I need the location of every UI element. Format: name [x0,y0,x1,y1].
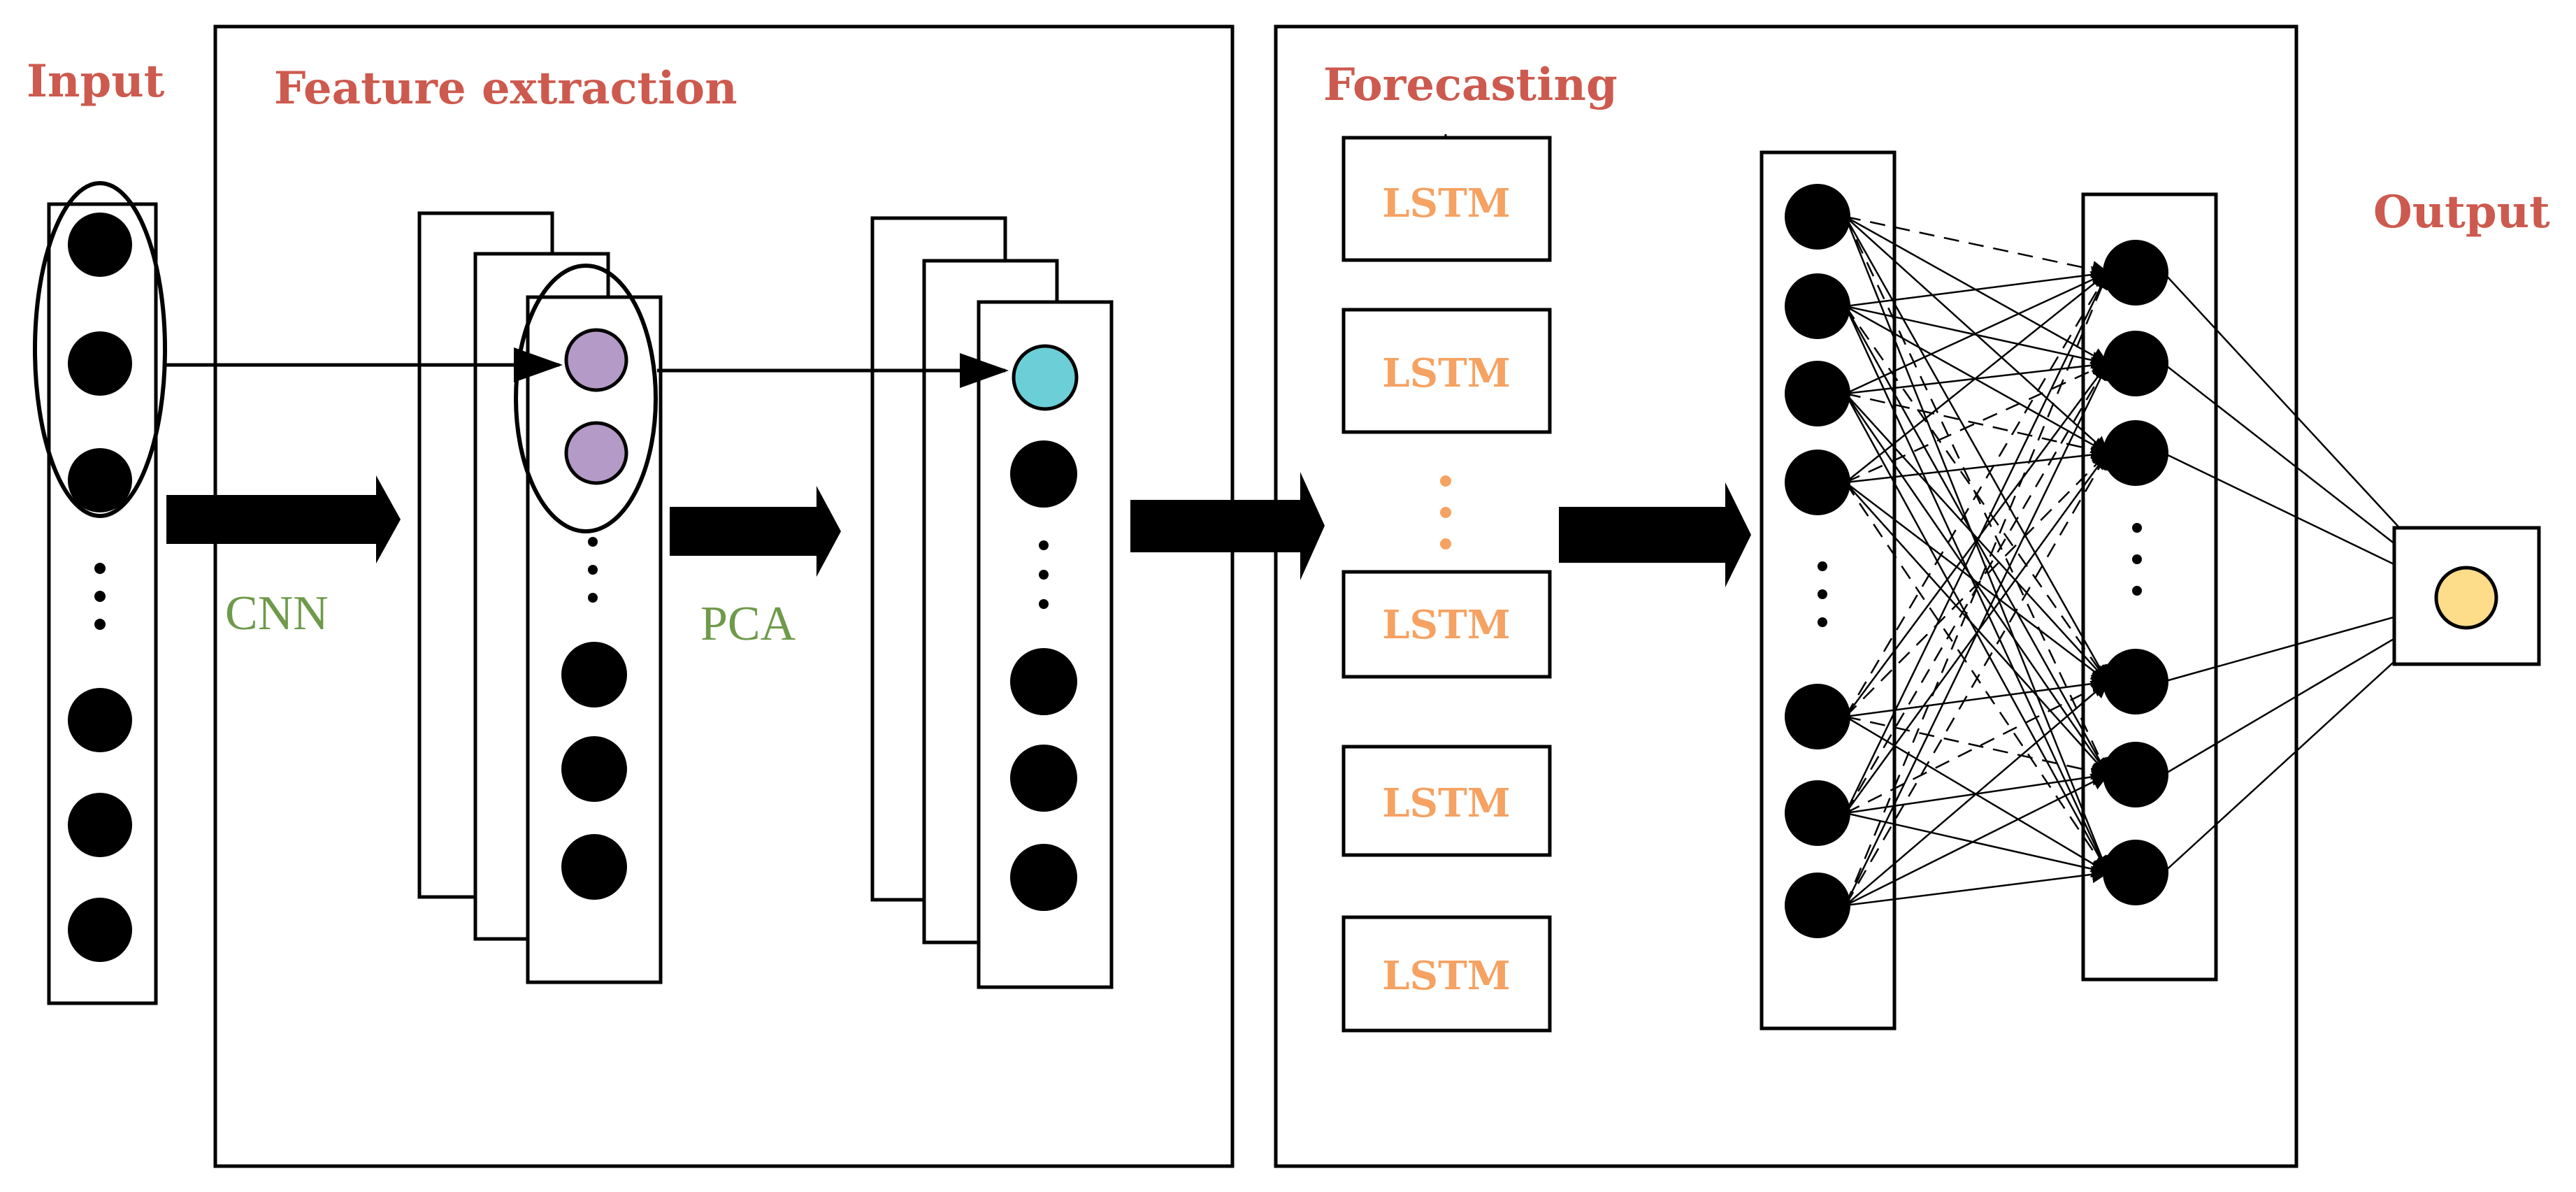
dense-connection [1844,361,2109,717]
lstm-block: LSTM [1341,308,1552,434]
dense-layer-1-node [1785,873,1850,938]
dense-connection [2163,601,2437,683]
cnn-label: CNN [225,587,329,640]
lstm-label: LSTM [1382,780,1510,826]
lstm-block: LSTM [1341,136,1552,262]
feature-extraction-title: Feature extraction [274,62,737,115]
input-node [68,688,132,752]
dense-connection-dashed [1844,271,2110,906]
input-node [68,793,132,857]
dense-connection [2163,452,2439,587]
dense-connection [1845,393,2109,683]
dense-connection [1845,812,2110,878]
dense-layer-1-node [1785,450,1850,515]
dense-connection [1844,361,2109,906]
dense-connection [1845,446,2110,484]
dense-connection-dashed [1845,361,2110,484]
input-node [68,213,132,277]
input-ellipsis [94,563,106,630]
dense-layer-1-node [1785,361,1850,426]
input-title: Input [27,55,165,108]
output-node [2434,566,2498,630]
feature-to-forecast-block-arrow [1130,472,1325,580]
dense-connection-dashed [1844,482,2109,875]
dense-connection [1844,271,2109,814]
dense-connection-dashed [1845,715,2110,780]
dense-layer-2-node [2103,240,2168,306]
dense-layer-2-node [2103,420,2168,486]
input-column [47,202,158,1005]
lstm-to-dense-block-arrow [1559,482,1751,587]
dense-connection [2163,272,2445,577]
input-window-ellipse [33,181,167,518]
pca-label: PCA [700,597,796,651]
dense-connection [1845,675,2110,718]
dense-connection [1845,482,2109,683]
dense-layer-1-node [1785,684,1850,749]
pca-ellipsis [1039,540,1049,609]
dense-layer-2-node [2103,742,2168,807]
cnn-ellipsis [588,537,598,603]
lstm-label: LSTM [1382,602,1510,648]
lstm-label: LSTM [1382,180,1510,227]
dense-connection-dashed [1845,392,2110,459]
dense-layer-1-node [1785,273,1850,339]
dense-layer-2-ellipsis [2132,523,2142,596]
pca-nodes [1010,440,1077,911]
dense-layer-1-nodes [1785,184,1850,938]
lstm-ellipsis [1440,475,1451,550]
forecasting-frame [1274,24,2298,1168]
input-node [68,898,132,962]
dense-connection-dashed [1844,271,2109,717]
dense-layer-2-node [2103,840,2168,905]
dense-connection [1845,305,2110,454]
cnn-block-arrow [166,475,401,563]
dense-connections [1844,215,2110,907]
dense-layer-1-node [1785,184,1850,250]
dense-connection [1845,680,2109,906]
cnn-feature-node [564,421,628,485]
input-node [68,331,132,396]
dense-connection [1845,305,2110,369]
lstm-block: LSTM [1341,570,1552,679]
pca-block-arrow [670,486,841,577]
cnn-nodes [561,642,627,900]
cnn-window-ellipse [514,264,658,533]
lstm-label: LSTM [1382,350,1510,396]
cnn-feature-node [564,328,628,392]
dense-connection [1845,266,2110,308]
dense-connection [1845,773,2110,907]
dense-connection [1844,216,2109,684]
lstm-block: LSTM [1341,915,1552,1033]
pca-feature-node [1012,344,1079,411]
dense-connection-dashed [1844,451,2109,906]
dense-layer-2-node [2103,331,2168,396]
forecasting-title: Forecasting [1323,59,1618,111]
output-title: Output [2373,186,2550,238]
dense-connection [1845,482,2109,776]
dense-layer-2-nodes [2103,240,2168,905]
dense-connection [1845,271,2110,395]
input-node [68,448,132,512]
dense-connection [1845,271,2109,483]
dense-connection [1845,866,2110,907]
dense-layer-1-ellipsis [1818,561,1827,627]
input-nodes [68,213,132,962]
dense-connection [2163,612,2440,776]
dense-connection-dashed [1844,361,2109,814]
dense-connection-dashed [1845,452,2109,717]
dense-connection-dashed [1845,215,2110,278]
feature-extraction-frame [213,24,1235,1168]
lstm-block: LSTM [1341,745,1552,857]
dense-layer-1-node [1785,780,1850,846]
dense-layer-2-node [2103,649,2168,715]
lstm-label: LSTM [1382,953,1510,999]
